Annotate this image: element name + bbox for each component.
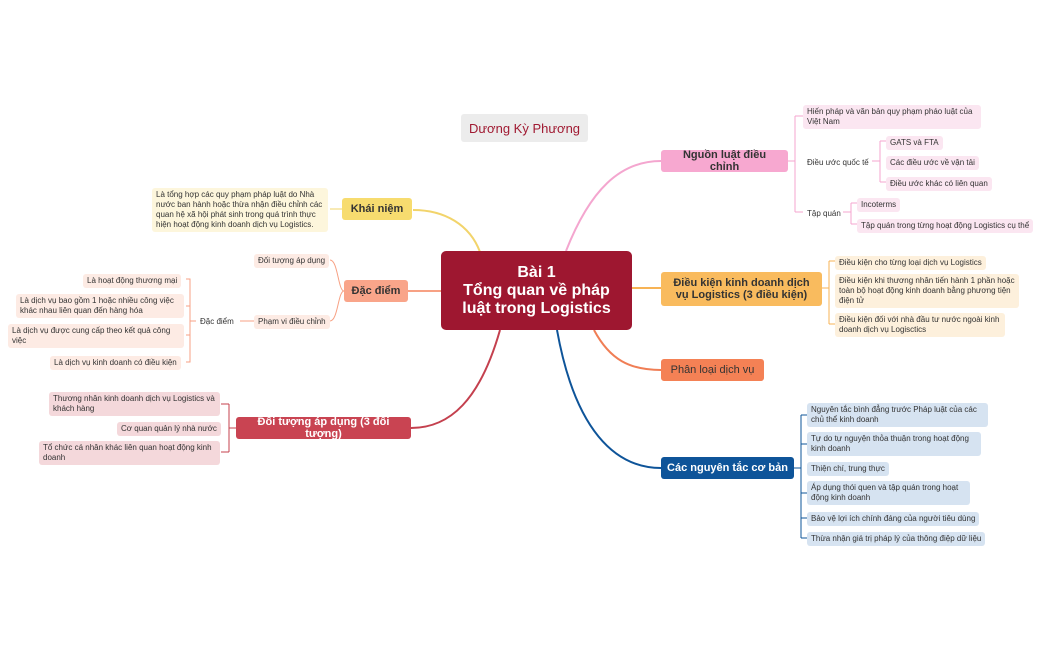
nguyen-tac-item-1: Nguyên tắc bình đẳng trước Pháp luật của… xyxy=(807,403,988,427)
dieu-kien-item-3: Điều kiện đối với nhà đầu tư nước ngoài … xyxy=(835,313,1005,337)
dac-diem-item-3: Là dịch vụ được cung cấp theo kết quả cô… xyxy=(8,324,184,348)
dieu-uoc-item-2: Các điều ước về vận tải xyxy=(886,156,979,170)
dac-diem-doi-tuong: Đối tượng áp dụng xyxy=(254,254,330,268)
central-line-2: Tổng quan về pháp xyxy=(463,281,610,299)
nguyen-tac-item-3: Thiện chí, trung thực xyxy=(807,462,889,476)
dac-diem-pham-vi: Phạm vi điều chỉnh xyxy=(254,315,330,329)
dieu-uoc-item-1: GATS và FTA xyxy=(886,136,943,150)
dieu-kien-item-2: Điều kiện khi thương nhân tiến hành 1 ph… xyxy=(835,274,1019,308)
nguyen-tac-item-6: Thừa nhận giá trị pháp lý của thông điệp… xyxy=(807,532,986,546)
doi-tuong-item-3: Tổ chức cá nhân khác liên quan hoạt động… xyxy=(39,441,220,465)
branch-dac-diem[interactable]: Đặc điểm xyxy=(344,280,408,302)
dieu-uoc-item-3: Điều ước khác có liên quan xyxy=(886,177,992,191)
dac-diem-item-1: Là hoạt động thương mại xyxy=(83,274,182,288)
dieu-kien-item-1: Điều kiện cho từng loại dịch vụ Logistic… xyxy=(835,256,986,270)
branch-dieu-kien[interactable]: Điều kiện kinh doanh dịch vụ Logistics (… xyxy=(661,272,822,306)
branch-phan-loai[interactable]: Phân loại dịch vụ xyxy=(661,359,764,381)
branch-doi-tuong[interactable]: Đối tượng áp dụng (3 đối tượng) xyxy=(236,416,411,440)
central-line-3: luật trong Logistics xyxy=(462,299,611,317)
nguon-luat-hien-phap: Hiến pháp và văn bản quy phạm pháo luật … xyxy=(803,105,981,129)
author-tag: Dương Kỳ Phương xyxy=(461,114,588,142)
tap-quan-item-2: Tập quán trong từng hoạt động Logistics … xyxy=(857,219,1034,233)
khai-niem-definition: Là tổng hợp các quy phạm pháp luật do Nh… xyxy=(152,188,328,232)
dac-diem-item-4: Là dịch vụ kinh doanh có điều kiện xyxy=(50,356,181,370)
branch-nguyen-tac[interactable]: Các nguyên tắc cơ bản xyxy=(661,457,794,479)
dac-diem-item-2: Là dịch vụ bao gồm 1 hoặc nhiều công việ… xyxy=(16,294,184,318)
nguon-luat-dieu-uoc: Điều ước quốc tế xyxy=(807,158,869,167)
branch-nguon-luat[interactable]: Nguồn luật điều chỉnh xyxy=(661,149,788,173)
branch-khai-niem[interactable]: Khái niệm xyxy=(342,198,412,220)
doi-tuong-item-1: Thương nhân kinh doanh dịch vụ Logistics… xyxy=(49,392,220,416)
nguyen-tac-item-2: Tự do tự nguyện thỏa thuận trong hoạt độ… xyxy=(807,432,981,456)
tap-quan-item-1: Incoterms xyxy=(857,198,901,212)
central-line-1: Bài 1 xyxy=(517,263,556,281)
central-topic[interactable]: Bài 1 Tổng quan về pháp luật trong Logis… xyxy=(441,251,632,330)
nguyen-tac-item-5: Bảo vệ lợi ích chính đáng của người tiêu… xyxy=(807,512,980,526)
nguon-luat-tap-quan: Tập quán xyxy=(807,209,841,218)
dac-diem-sub-label: Đặc điểm xyxy=(200,317,234,326)
doi-tuong-item-2: Cơ quan quản lý nhà nước xyxy=(117,422,221,436)
nguyen-tac-item-4: Áp dụng thói quen và tập quán trong hoạt… xyxy=(807,481,970,505)
